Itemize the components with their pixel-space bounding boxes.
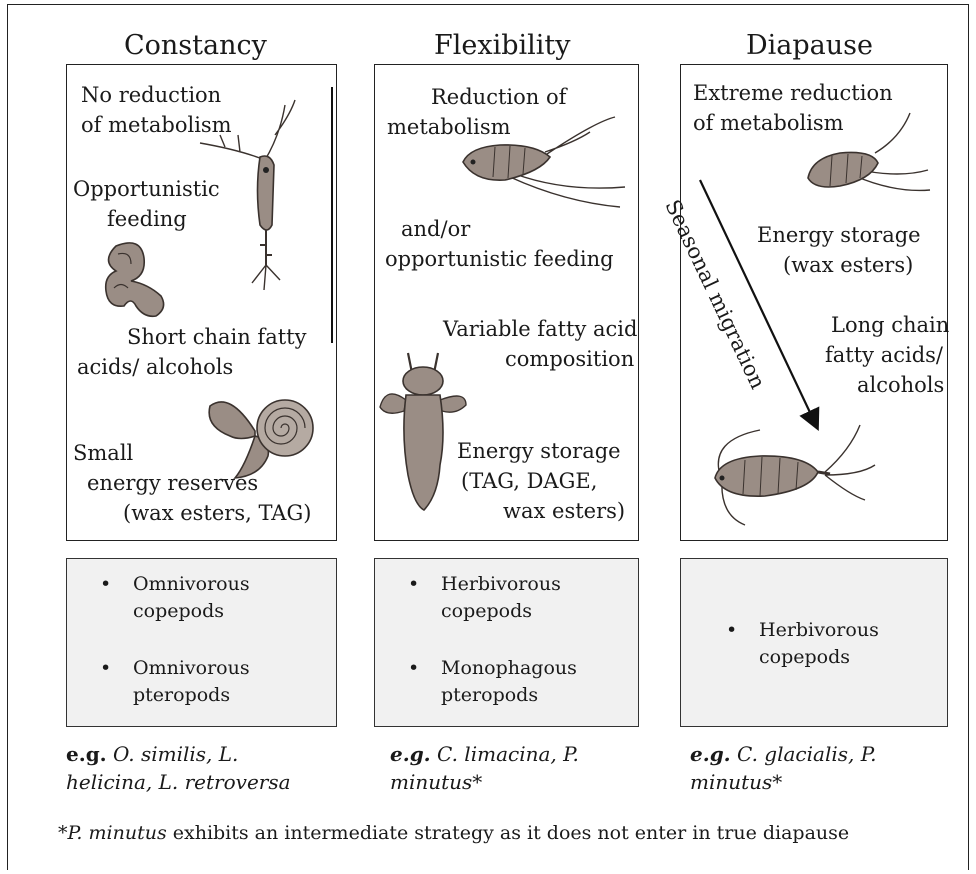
example-diapause: e.g. C. glacialis, P.minutus* [690,740,876,796]
title-constancy: Constancy [124,30,267,61]
example-flexibility: e.g. C. limacina, P.minutus* [390,740,579,796]
trait-text: and/or [401,215,470,243]
trait-text: opportunistic feeding [385,245,614,273]
trait-text: Extreme reduction [693,79,893,107]
title-diapause: Diapause [746,30,873,61]
copepod-icon [800,108,940,208]
trait-text: Long chain [831,311,949,339]
divider-line [331,87,333,343]
trait-text: fatty acids/ [825,341,943,369]
trait-text: Energy storage [457,437,621,465]
clione-pteropod-icon [376,345,471,515]
trait-text: Reduction of [431,83,566,111]
example-constancy: e.g. O. similis, L.helicina, L. retrover… [66,740,291,796]
trait-text: wax esters) [503,497,625,525]
trait-text: feeding [107,205,187,233]
trait-text: acids/ alcohols [77,353,233,381]
trait-text: Small [73,439,133,467]
trait-text: Variable fatty acid [443,315,637,343]
oithona-copepod-icon [180,95,290,300]
pteropod-winged-icon [200,386,320,484]
trait-text: composition [505,345,634,373]
copepod-icon [455,112,635,212]
trait-text: Short chain fatty [127,323,306,351]
trait-text: alcohols [857,371,944,399]
footnote: *P. minutus exhibits an intermediate str… [58,822,849,844]
limacina-shell-icon [96,236,176,321]
trait-text: (wax esters, TAG) [123,499,311,527]
calanus-copepod-icon [700,420,880,530]
title-flexibility: Flexibility [434,30,571,61]
trait-text: (TAG, DAGE, [461,467,597,495]
